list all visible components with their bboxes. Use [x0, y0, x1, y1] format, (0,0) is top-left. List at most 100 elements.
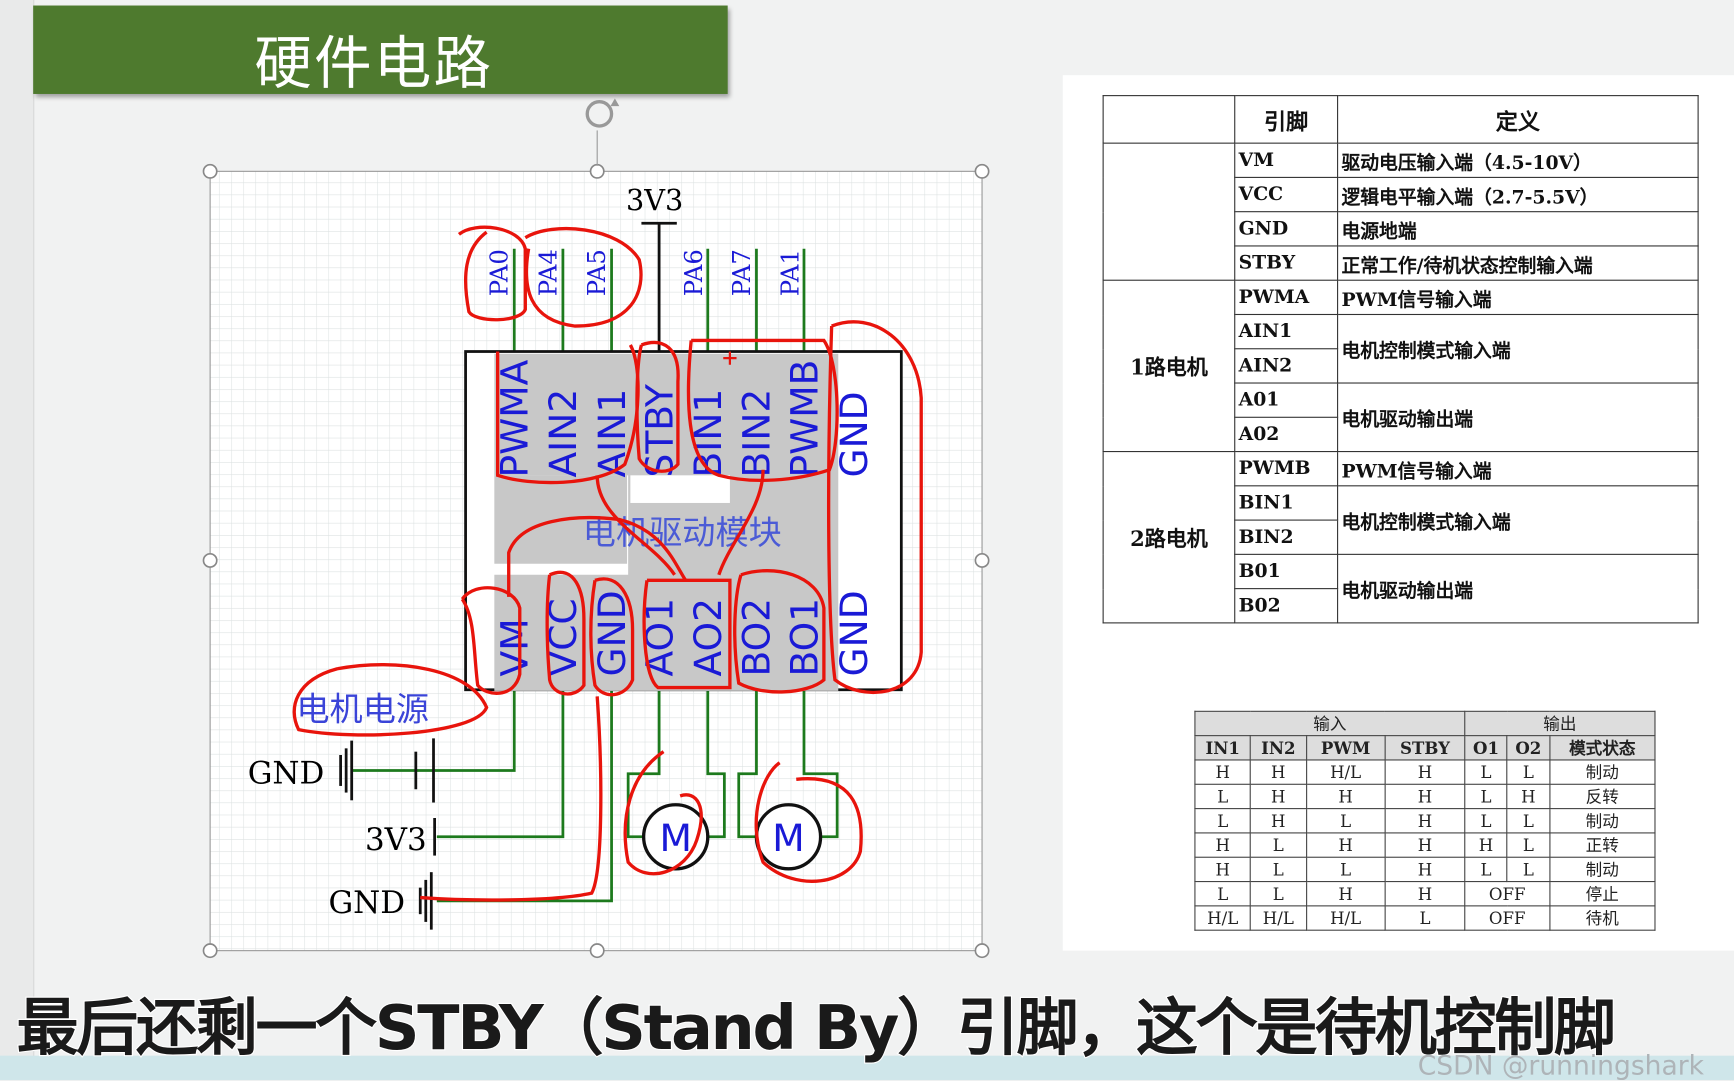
svg-text:M: M — [772, 816, 804, 860]
ground-symbol-icon — [339, 738, 437, 930]
slide-title: 硬件电路 — [254, 30, 494, 98]
mcu-pin-label: PA5 — [582, 249, 611, 296]
pin-definition: PWM信号输入端 — [1337, 451, 1699, 487]
table-cell: H — [1384, 856, 1466, 883]
table-header-row: 引脚定义 — [1102, 95, 1699, 144]
table-cell: L — [1384, 905, 1466, 931]
pin-name: A01 — [1234, 382, 1339, 418]
table-cell: L — [1506, 832, 1551, 858]
table-cell: H — [1305, 783, 1386, 810]
table-cell: L — [1305, 856, 1386, 883]
table-cell: H — [1384, 783, 1466, 810]
pin-definition: 电机驱动输出端 — [1337, 382, 1699, 453]
table-row: BIN2 — [1103, 519, 1698, 555]
resize-handles[interactable] — [202, 163, 990, 959]
gnd-label-1: GND — [248, 756, 325, 792]
group-header-output: 输出 — [1464, 710, 1656, 737]
motor-2-icon: M — [754, 803, 823, 871]
gnd-label-2: GND — [328, 885, 405, 921]
pin-name: B02 — [1234, 588, 1339, 624]
table-cell: L — [1464, 808, 1508, 834]
mcu-pin-label: PA0 — [485, 249, 514, 296]
mcu-pin-label: PA1 — [775, 249, 804, 296]
watermark: CSDN @runningshark — [1417, 1050, 1705, 1081]
table-cell: OFF — [1464, 881, 1551, 907]
motor-power-label: 电机电源 — [296, 690, 429, 729]
pin-definition: 电机控制模式输入端 — [1337, 485, 1699, 555]
column-header: O1 — [1464, 735, 1508, 761]
chip-top-pin: STBY — [637, 383, 681, 478]
header-definition: 定义 — [1337, 95, 1699, 144]
pin-definition: PWM信号输入端 — [1337, 279, 1699, 316]
pin-name: AIN2 — [1234, 348, 1339, 384]
mcu-pin-label: PA7 — [727, 249, 756, 296]
group-header-input: 输入 — [1194, 710, 1466, 737]
table-cell: L — [1506, 808, 1551, 834]
table-cell: 正转 — [1548, 832, 1656, 858]
pin-name: AIN1 — [1234, 313, 1339, 350]
group-label: 1路电机 — [1102, 279, 1236, 453]
table-cell: H — [1194, 856, 1252, 883]
table-cell: H — [1384, 881, 1466, 907]
table-cell: H/L — [1249, 905, 1307, 931]
mcu-pin-label: PA4 — [533, 249, 562, 296]
table-cell: H — [1194, 832, 1252, 858]
rotate-handle-icon[interactable] — [585, 98, 620, 128]
table-cell: L — [1194, 783, 1252, 810]
table-cell: L — [1249, 832, 1307, 858]
table-cell: H/L — [1194, 905, 1252, 931]
table-cell: 待机 — [1548, 905, 1656, 931]
table-cell: L — [1464, 856, 1508, 883]
column-header: IN2 — [1249, 735, 1307, 761]
table-cell: L — [1194, 808, 1252, 834]
table-cell: L — [1464, 783, 1508, 810]
table-cell: H/L — [1305, 759, 1386, 785]
table-cell: H — [1506, 783, 1551, 810]
video-progress-area[interactable] — [0, 1055, 1734, 1080]
column-header: 模式状态 — [1548, 735, 1656, 761]
pin-name: VM — [1234, 142, 1339, 178]
chip-bottom-pin: BO1 — [782, 598, 826, 677]
table-cell: H — [1384, 832, 1466, 858]
pin-definition: 电源地端 — [1337, 211, 1699, 247]
cursor-cross-icon — [723, 351, 737, 365]
table-cell: L — [1506, 759, 1551, 785]
handwritten-annotations — [292, 177, 1646, 902]
pin-name: VCC — [1234, 176, 1339, 213]
chip-top-pin: GND — [832, 391, 876, 477]
group-label — [1102, 142, 1236, 281]
table-cell: L — [1305, 808, 1386, 834]
table-cell: L — [1249, 881, 1307, 907]
chip-bottom-pin: GND — [832, 590, 876, 676]
table-row: B02 — [1103, 588, 1698, 624]
table-cell: 制动 — [1548, 808, 1656, 834]
v3-label: 3V3 — [365, 822, 427, 858]
table-row: A02 — [1103, 416, 1698, 453]
table-cell: H — [1384, 808, 1466, 834]
pin-name: STBY — [1234, 245, 1339, 281]
table-cell: H — [1249, 783, 1307, 810]
table-cell: OFF — [1464, 905, 1551, 931]
mcu-pin-label: PA6 — [679, 249, 708, 296]
pin-definition: 正常工作/待机状态控制输入端 — [1337, 245, 1699, 281]
chip-top-pin: PWMA — [493, 359, 537, 477]
table-cell: 制动 — [1548, 759, 1656, 785]
pin-definition: 电机控制模式输入端 — [1337, 313, 1699, 384]
table-cell: H — [1305, 832, 1386, 858]
column-header: STBY — [1384, 735, 1466, 761]
column-header: IN1 — [1194, 735, 1252, 761]
subtitle-caption: 最后还剩一个STBY（Stand By）引脚，这个是待机控制脚 — [15, 992, 1617, 1066]
chip-top-pin: BIN2 — [735, 389, 779, 478]
table-cell: L — [1506, 856, 1551, 883]
table-cell: 制动 — [1548, 856, 1656, 883]
chip-bottom-pin: GND — [590, 590, 634, 676]
